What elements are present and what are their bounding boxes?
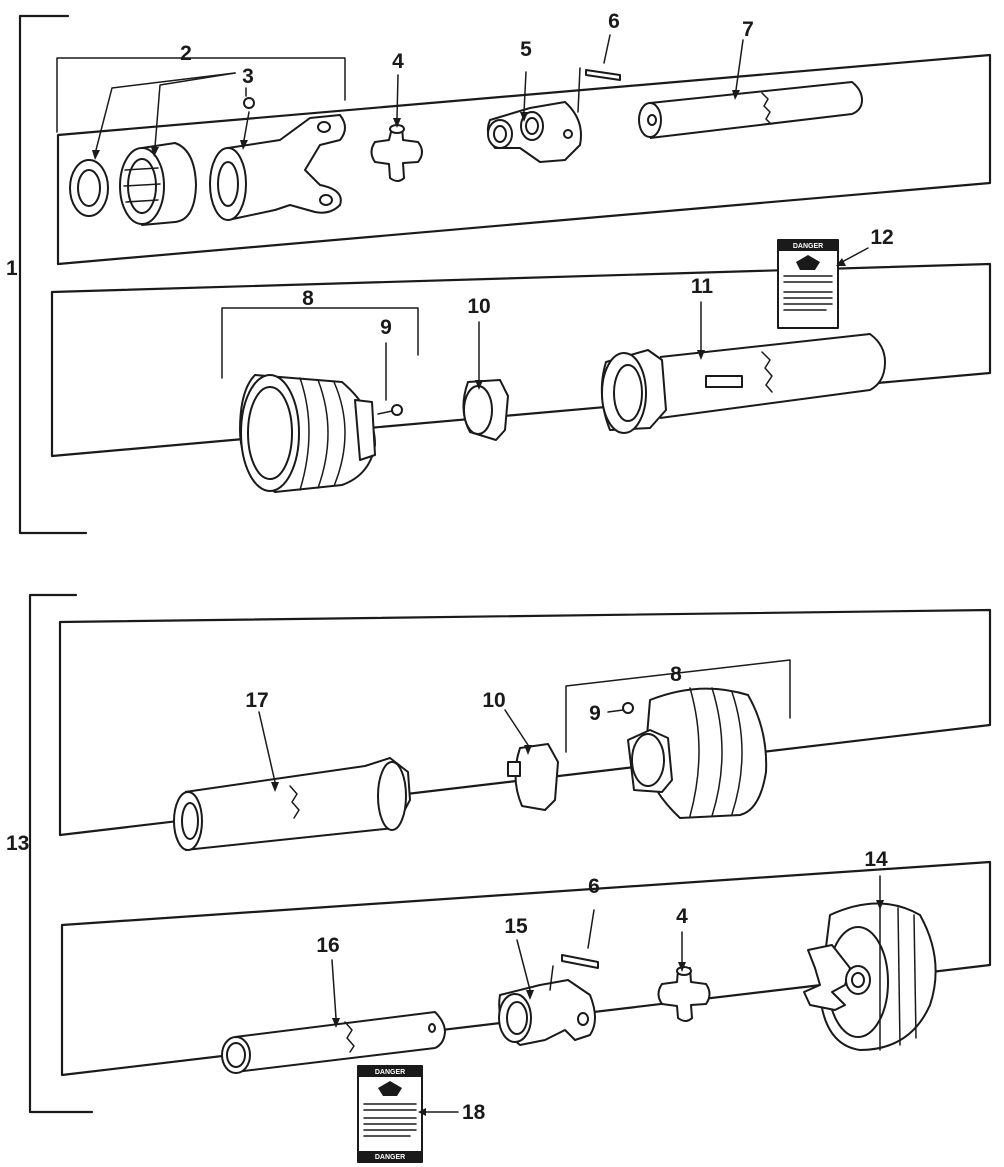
inner-tube: [638, 81, 863, 139]
shield-cone: [239, 374, 376, 493]
slip-clutch-yoke: [803, 902, 937, 1051]
callout-5: 5: [520, 38, 532, 61]
callout-6-bottom: 6: [588, 875, 600, 898]
bearing-ring-lower: [507, 743, 559, 811]
callout-9-bottom: 9: [589, 702, 601, 725]
leader-arrowheads: [92, 90, 884, 1116]
panel-2-outline: [50, 262, 992, 458]
callout-12: 12: [870, 226, 893, 249]
callout-labels: 1 2 3 4 5 6 7 8 9 10 11 12 13 17 10 8 9 …: [6, 10, 894, 1124]
panel-4-leaders: [331, 875, 881, 1113]
callout-7: 7: [742, 18, 754, 41]
danger-decal-bottom: DANGER DANGER: [357, 1065, 423, 1163]
panel-2-leaders: [385, 247, 869, 401]
callout-10-top: 10: [467, 295, 490, 318]
panel-1-outline: [56, 53, 992, 266]
seal-ring: [69, 159, 109, 217]
decal-header-text-bottom: DANGER: [375, 1069, 405, 1076]
callout-8-bottom: 8: [670, 663, 682, 686]
outer-tube-with-shield: [600, 333, 886, 434]
bearing-cup: [119, 142, 197, 226]
inner-yoke: [486, 101, 582, 163]
group-13-bracket: [28, 593, 94, 1114]
inner-tube-lower: [221, 1011, 446, 1074]
callout-8-top: 8: [302, 287, 314, 310]
panel-4-outline: [60, 860, 992, 1077]
callout-13: 13: [6, 832, 29, 855]
callout-3: 3: [242, 65, 254, 88]
decal-footer-text: DANGER: [375, 1154, 405, 1161]
callout-2: 2: [180, 42, 192, 65]
danger-decal-top: DANGER: [777, 239, 839, 329]
decal-header-text: DANGER: [793, 243, 823, 250]
roll-pin: [585, 69, 621, 81]
callout-15: 15: [504, 915, 528, 938]
outer-tube-lower: [173, 757, 411, 851]
cross-journal-lower: [657, 966, 711, 1022]
callout-10-bottom: 10: [482, 689, 505, 712]
group-1-bracket: [18, 14, 88, 535]
inner-yoke-lower: [498, 979, 596, 1046]
bearing-ring: [462, 379, 509, 441]
callout-11: 11: [691, 275, 714, 298]
callout-4-bottom: 4: [676, 905, 688, 928]
callout-4-top: 4: [392, 50, 404, 73]
panel-1-leaders: [95, 34, 744, 151]
shield-screw-lower: [607, 702, 634, 714]
cross-journal: [370, 124, 423, 182]
callout-9-top: 9: [380, 316, 392, 339]
roll-pin-lower: [561, 954, 599, 969]
callout-14: 14: [864, 848, 888, 871]
panel-3-leaders: [258, 709, 529, 783]
callout-17: 17: [245, 689, 268, 712]
panel-3-outline: [58, 608, 992, 837]
callout-6-top: 6: [608, 10, 620, 33]
callout-18: 18: [462, 1101, 486, 1124]
callout-1: 1: [6, 257, 18, 280]
yoke-with-grease-fitting: [209, 97, 346, 221]
shield-screw: [377, 404, 403, 416]
callout-16: 16: [316, 934, 339, 957]
shield-cone-lower: [627, 687, 768, 819]
